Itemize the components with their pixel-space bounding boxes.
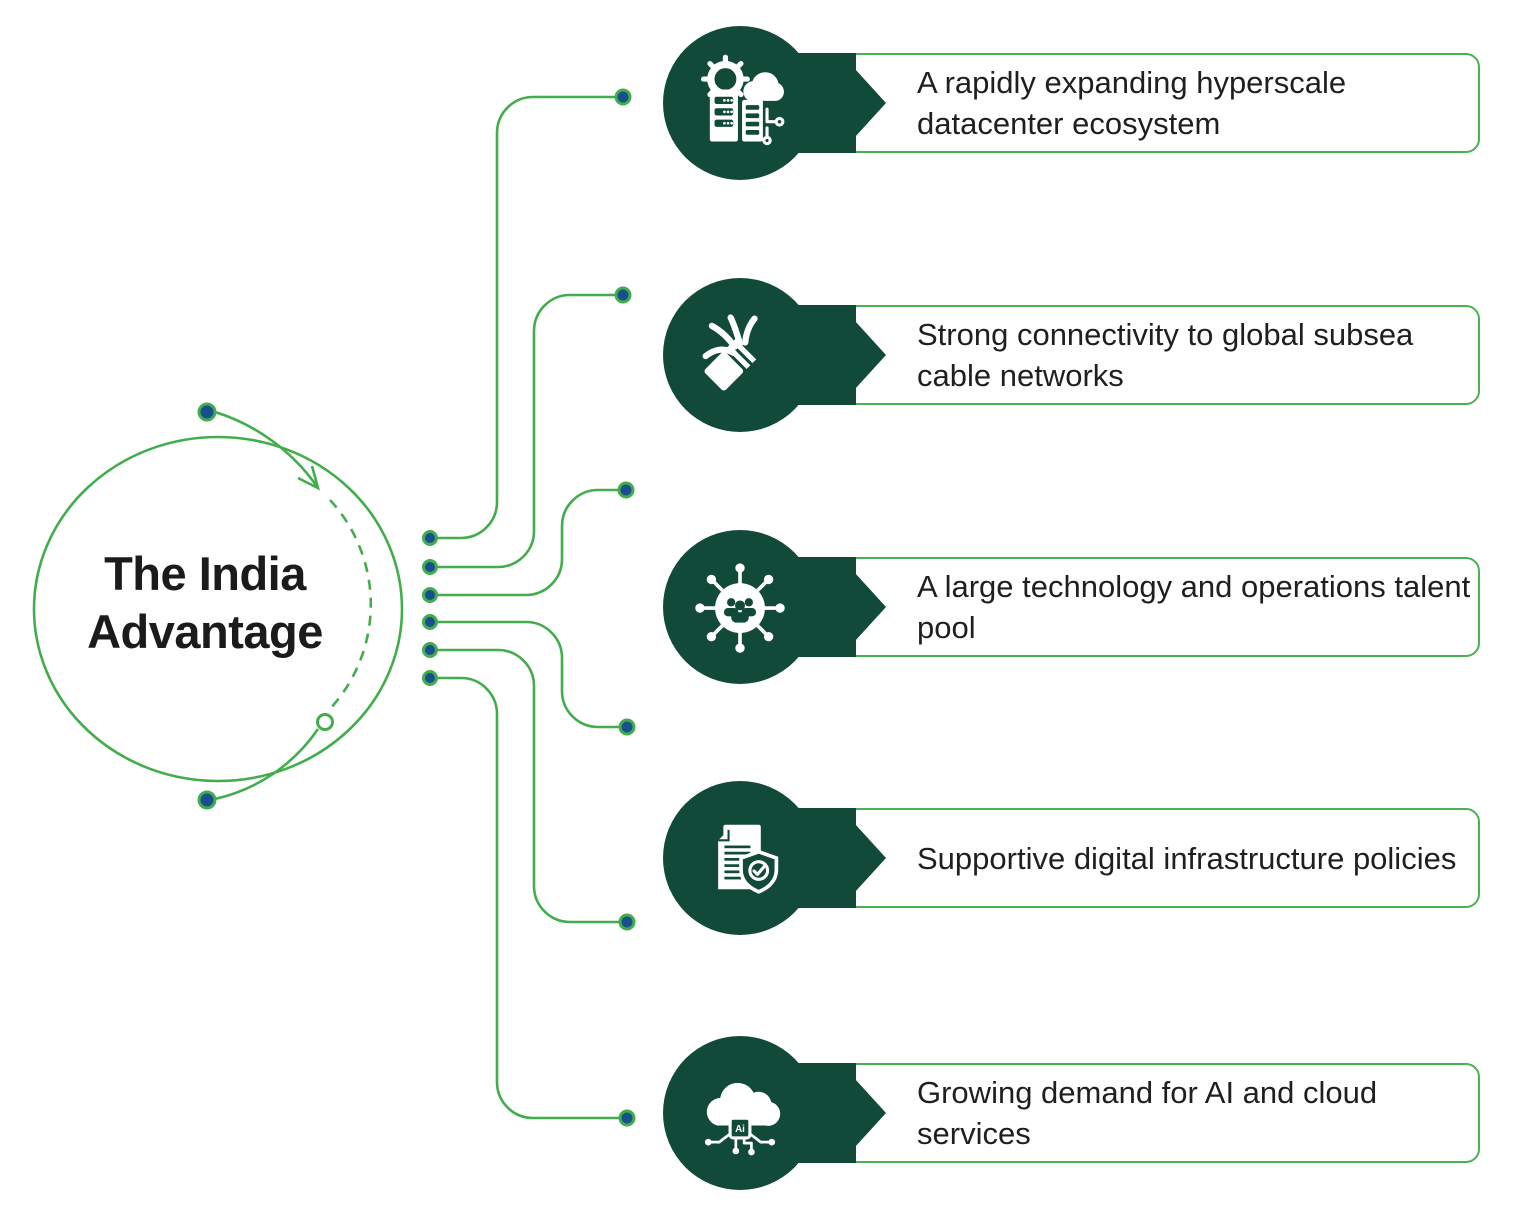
subsea-cable-icon: [702, 314, 758, 391]
endpoint-dot: [618, 718, 636, 736]
branch-dot: [422, 559, 438, 575]
arrow-head-icon: [297, 465, 321, 491]
connector-line-6: [430, 676, 620, 1120]
branch-dot: [422, 530, 438, 546]
endpoint-dot: [614, 88, 632, 106]
endpoint-dot: [618, 1109, 636, 1127]
item-pill: Growing demand for AI and cloud services: [792, 1063, 1480, 1163]
item-icon-circle: [663, 278, 817, 432]
branch-dot: [422, 670, 438, 686]
item-text: Strong connectivity to global subsea cab…: [917, 317, 1414, 393]
connector-line-2: [430, 293, 616, 569]
endpoint-dot: [617, 481, 635, 499]
endpoint-dot: [614, 286, 632, 304]
connector-line-1: [430, 95, 616, 540]
item-pill: Supportive digital infrastructure polici…: [792, 808, 1480, 908]
central-circle-ring: [32, 435, 404, 783]
bottom-arc: [214, 728, 320, 801]
item-text: A large technology and operations talent…: [917, 569, 1471, 645]
arc-end-dot: [197, 790, 217, 810]
connector-line-5: [430, 648, 620, 924]
item-pill: A rapidly expanding hyperscale datacente…: [792, 53, 1480, 153]
datacenter-icon: [701, 54, 785, 146]
endpoint-dot: [618, 913, 636, 931]
connector-line-4: [430, 620, 621, 729]
item-text: A rapidly expanding hyperscale datacente…: [917, 65, 1347, 141]
talent-network-icon: [695, 563, 785, 653]
ai-cloud-icon: Ai: [704, 1082, 781, 1156]
center-title: The India Advantage: [87, 547, 323, 658]
ai-chip-label: Ai: [735, 1124, 745, 1135]
connector-line-3: [430, 488, 620, 597]
policy-document-icon: [718, 824, 779, 894]
branch-dot: [422, 642, 438, 658]
arc-start-dot: [197, 402, 217, 422]
item-icon-circle: Ai: [663, 1036, 817, 1190]
item-pill: Strong connectivity to global subsea cab…: [792, 305, 1480, 405]
item-icon-circle: [663, 530, 817, 684]
item-icon-circle: [663, 781, 817, 935]
item-text: Supportive digital infrastructure polici…: [917, 840, 1457, 876]
branch-dot: [422, 614, 438, 630]
branch-dot: [422, 587, 438, 603]
open-circle-marker: [316, 713, 334, 731]
item-text: Growing demand for AI and cloud services: [917, 1075, 1378, 1151]
item-icon-circle: [663, 26, 817, 180]
dashed-arc: [326, 499, 373, 713]
item-pill: A large technology and operations talent…: [792, 557, 1480, 657]
arrow-arc: [214, 410, 318, 486]
